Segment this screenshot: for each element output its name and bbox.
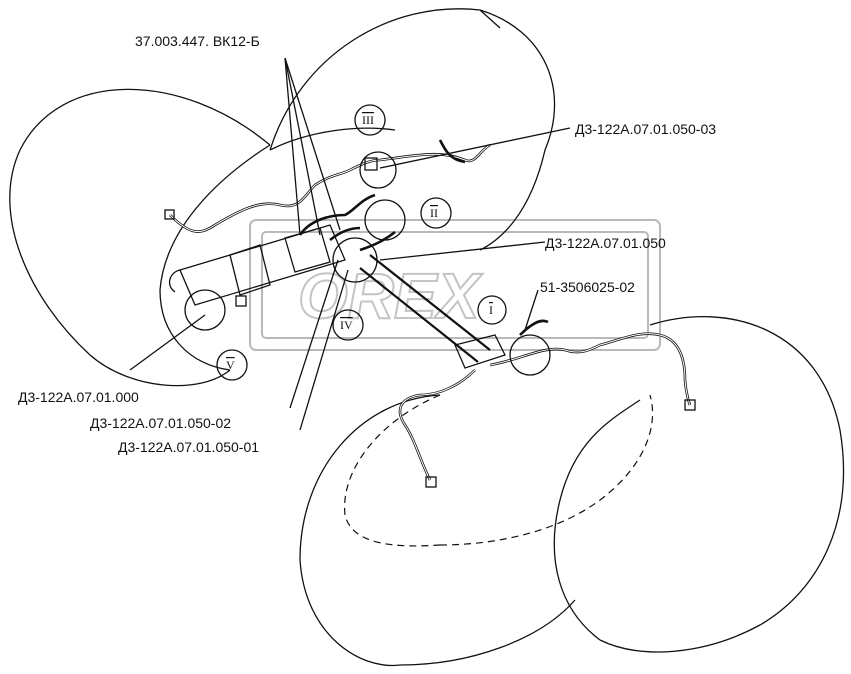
drive-shaft: [359, 254, 506, 369]
svg-text:V: V: [226, 358, 235, 372]
rear-right-wheel: [269, 8, 556, 251]
svg-text:III: III: [362, 113, 374, 127]
fittings: [164, 157, 696, 488]
label-d3-050-02: Д3-122А.07.01.050-02: [90, 415, 231, 431]
callout-I: I: [477, 295, 551, 376]
rear-axle-housing: [168, 224, 346, 306]
brake-pipeline-right: [398, 319, 692, 481]
svg-text:IV: IV: [340, 318, 353, 332]
fitting-front-end: [425, 476, 437, 488]
callout-II: II: [364, 197, 452, 241]
fitting-left-end: [164, 209, 175, 220]
label-37003-bk12b: 37.003.447. ВК12-Б: [135, 33, 260, 49]
label-d3-000: Д3-122А.07.01.000: [18, 389, 139, 405]
label-d3-050-01: Д3-122А.07.01.050-01: [118, 439, 259, 455]
label-d3-050: Д3-122А.07.01.050: [545, 235, 666, 251]
fitting-tee-top: [364, 157, 378, 171]
svg-text:II: II: [430, 206, 438, 220]
leader-lines: [129, 57, 571, 431]
label-d3-050-03: Д3-122А.07.01.050-03: [575, 121, 716, 137]
svg-text:I: I: [489, 303, 493, 317]
callout-III: III: [354, 104, 397, 189]
front-left-wheel: [299, 394, 576, 667]
callout-V: V: [184, 289, 248, 381]
brake-pipeline-left: [169, 139, 491, 252]
label-51-3506025-02: 51-3506025-02: [540, 279, 635, 295]
callout-IV: IV: [332, 237, 378, 341]
front-right-wheel: [439, 316, 844, 653]
fitting-right-end: [684, 399, 696, 411]
rear-left-wheel: [9, 88, 271, 387]
fitting-axle: [235, 295, 247, 307]
